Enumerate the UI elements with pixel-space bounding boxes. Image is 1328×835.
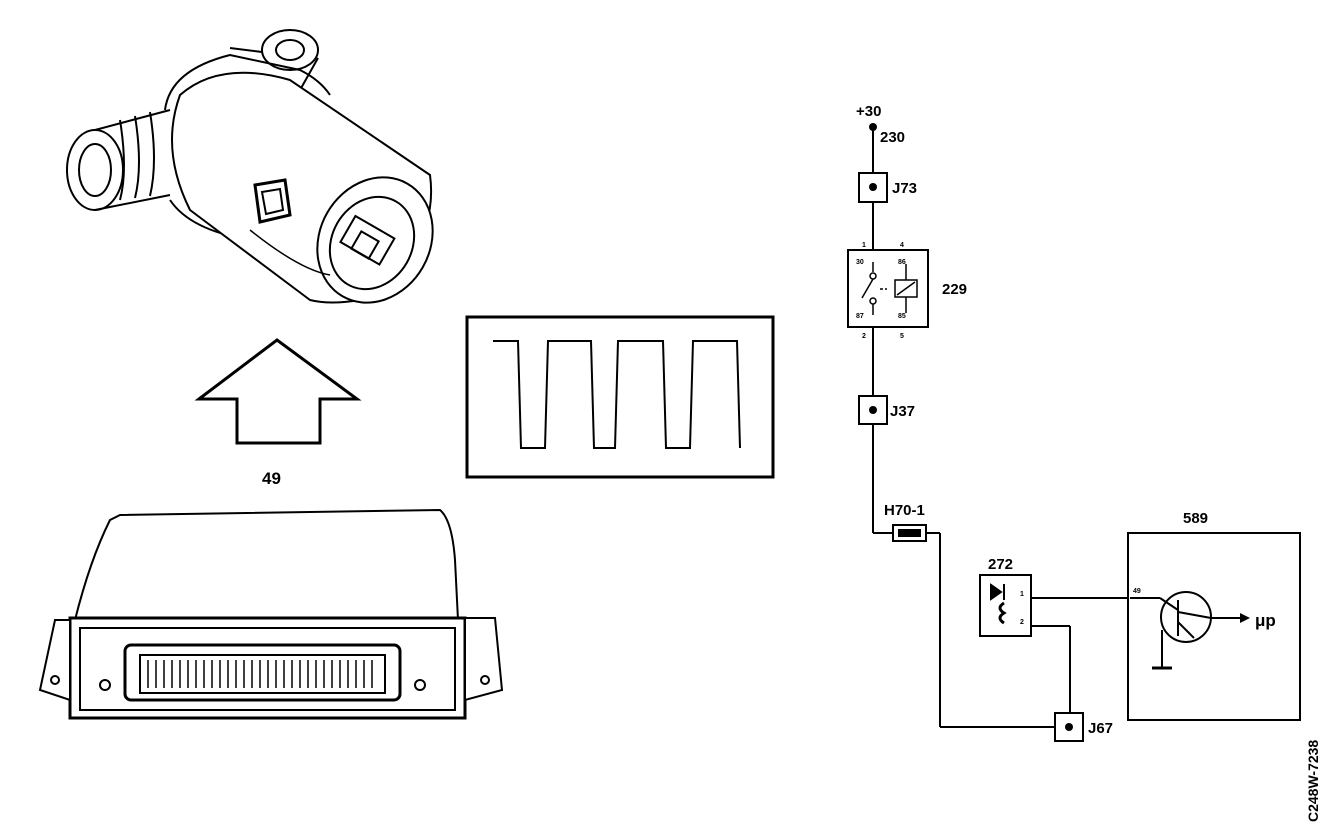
connector-j73-label: J73	[892, 180, 917, 197]
relay-id-label: 229	[942, 281, 967, 298]
relay-pin-2: 2	[862, 333, 866, 340]
relay-pin-85: 85	[898, 313, 906, 320]
figure-code: C248W-7238	[1305, 740, 1321, 822]
connector-h70-1	[892, 524, 927, 542]
relay-pin-87: 87	[856, 313, 864, 320]
up-arrow-icon	[194, 338, 362, 445]
connector-j73	[858, 172, 888, 203]
connector-j67-label: J67	[1088, 720, 1113, 737]
relay-pin-86: 86	[898, 259, 906, 266]
component-label-49: 49	[262, 469, 281, 488]
sensor-pin-2: 2	[1020, 619, 1024, 626]
relay-pin-5: 5	[900, 333, 904, 340]
supply-terminal-label: +30	[856, 103, 881, 120]
supply-terminal-dot	[869, 123, 877, 131]
sensor-id-label: 272	[988, 556, 1013, 573]
relay-229	[847, 249, 929, 328]
connector-h70-1-label: H70-1	[884, 502, 925, 519]
sensor-272	[979, 574, 1032, 637]
relay-pin-30: 30	[856, 259, 864, 266]
relay-pin-4: 4	[900, 242, 904, 249]
supply-node-label: 230	[880, 129, 905, 146]
ecu-output-label: μp	[1255, 611, 1276, 630]
waveform-display	[465, 315, 775, 479]
relay-pin-1: 1	[862, 242, 866, 249]
connector-j37	[858, 395, 888, 425]
ecu-589	[1127, 532, 1301, 721]
control-unit-illustration	[38, 508, 504, 720]
sensor-pin-1: 1	[1020, 591, 1024, 598]
idle-air-valve-illustration	[66, 29, 434, 304]
connector-j37-label: J37	[890, 403, 915, 420]
connector-j67	[1054, 712, 1084, 742]
circuit-wires	[872, 128, 1160, 728]
ecu-id-label: 589	[1183, 510, 1208, 527]
ecu-pin-49: 49	[1133, 588, 1141, 595]
